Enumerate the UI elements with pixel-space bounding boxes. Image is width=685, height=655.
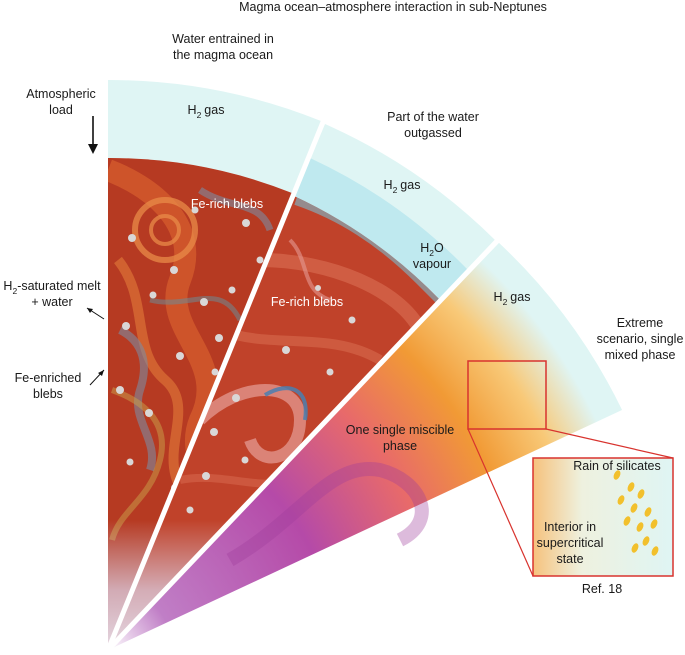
rain-of-silicates-label: Rain of silicates <box>573 459 661 473</box>
header-entrained-2: the magma ocean <box>173 48 273 62</box>
header-extreme-2: scenario, single <box>597 332 684 346</box>
blebs-label-b: Fe-rich blebs <box>271 295 343 309</box>
blebs-label-a: Fe-rich blebs <box>191 197 263 211</box>
atmospheric-load-label-1: Atmospheric <box>26 87 95 101</box>
interior-label-3: state <box>556 552 583 566</box>
interior-label-1: Interior in <box>544 520 596 534</box>
h2-gas-layer-a <box>108 79 321 193</box>
figure-title: Magma ocean–atmosphere interaction in su… <box>239 0 547 14</box>
h2o-vapour-layer <box>294 158 468 300</box>
fe-enriched-blebs-label-2: blebs <box>33 387 63 401</box>
wedge-separator-1 <box>105 121 326 651</box>
header-entrained-1: Water entrained in <box>172 32 274 46</box>
miscible-phase-gradient <box>108 243 622 650</box>
interior-label-2: supercritical <box>537 536 604 550</box>
zoom-source-box <box>467 360 547 430</box>
left-annotations: Atmospheric load H2-saturated melt + wat… <box>3 87 105 401</box>
silicate-rain-drops <box>613 470 659 556</box>
melt-pointer-arrowhead <box>87 308 93 313</box>
header-outgassed-1: Part of the water <box>387 110 479 124</box>
fe-enriched-blebs-label-1: Fe-enriched <box>15 371 82 385</box>
h2-saturated-melt-label-1: H2-saturated melt <box>3 279 101 296</box>
inset-box <box>532 457 674 577</box>
convection-swirl <box>226 461 429 567</box>
h2o-vapour-label-1: H2O <box>420 241 444 258</box>
reference-label: Ref. 18 <box>582 582 622 596</box>
wedge-separator-2 <box>106 239 499 652</box>
zoom-line-right <box>545 428 674 459</box>
miscible-phase-label-1: One single miscible <box>346 423 454 437</box>
header-outgassed-2: outgassed <box>404 126 462 140</box>
miscible-phase-label-2: phase <box>383 439 417 453</box>
zoom-inset: Rain of silicates Interior in supercriti… <box>467 360 674 596</box>
blebs-pointer-arrowhead <box>98 370 104 376</box>
h2-saturated-melt-label-2: + water <box>31 295 72 309</box>
header-extreme-1: Extreme <box>617 316 664 330</box>
h2o-vapour-label-2: vapour <box>413 257 451 271</box>
header-extreme-3: mixed phase <box>605 348 676 362</box>
atmospheric-load-arrowhead <box>88 144 98 154</box>
fe-blebs-a <box>116 206 264 492</box>
atmospheric-load-label-2: load <box>49 103 73 117</box>
zoom-line-left <box>467 428 534 577</box>
